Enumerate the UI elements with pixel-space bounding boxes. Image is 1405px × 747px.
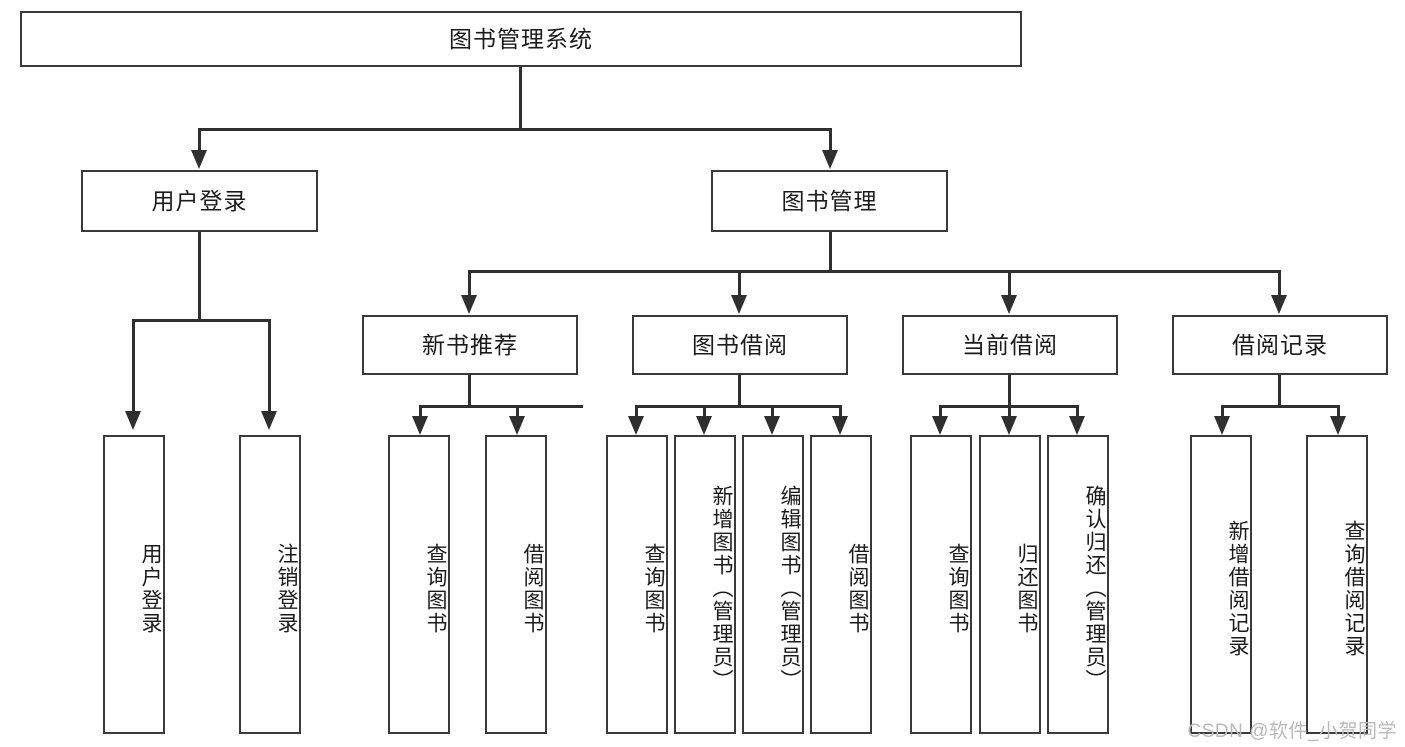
connector-bb-leaf3	[771, 405, 774, 419]
connector-to-user-login	[198, 128, 201, 154]
node-new-book-recommend[interactable]: 新书推荐	[362, 315, 578, 375]
connector-level2-bar	[198, 128, 832, 131]
connector-br-leaf1	[1221, 405, 1224, 419]
leaf-label: 新增图书（管理员）	[710, 485, 733, 692]
leaf-label: 确认归还（管理员）	[1083, 485, 1106, 692]
arrowhead-cb-leaf3	[1069, 416, 1085, 435]
arrowhead-cb-leaf1	[932, 416, 948, 435]
connector-bb-leaf2	[703, 405, 706, 419]
leaf-borrow-record-add-record[interactable]: 新增借阅记录	[1190, 435, 1252, 734]
node-label: 借阅记录	[1232, 331, 1328, 358]
leaf-label: 注销登录	[275, 542, 298, 635]
arrowhead-to-borrow-record	[1271, 295, 1287, 314]
connector-user-login-leaf1	[132, 319, 135, 414]
connector-bb-leaf4	[839, 405, 842, 419]
connector-to-current-borrow	[1008, 270, 1011, 298]
connector-root-stem	[519, 67, 522, 130]
arrowhead-br-leaf1	[1214, 416, 1230, 435]
leaf-book-borrow-edit-book-admin[interactable]: 编辑图书（管理员）	[742, 435, 804, 734]
leaf-label: 查询借阅记录	[1342, 519, 1365, 658]
node-label: 新书推荐	[422, 331, 518, 358]
arrowhead-bb-leaf3	[764, 416, 780, 435]
leaf-label: 查询图书	[946, 542, 969, 635]
connector-level3-bar	[468, 270, 1280, 273]
connector-cb-leaf2	[1008, 405, 1011, 419]
connector-nbr-leaf2	[516, 405, 519, 419]
leaf-user-login-logout[interactable]: 注销登录	[239, 435, 301, 734]
leaf-current-borrow-return-book[interactable]: 归还图书	[979, 435, 1041, 734]
connector-new-book-recommend-bar	[419, 405, 583, 408]
leaf-user-login-login[interactable]: 用户登录	[103, 435, 165, 734]
node-label: 图书借阅	[692, 331, 788, 358]
leaf-book-borrow-borrow-book[interactable]: 借阅图书	[810, 435, 872, 734]
arrowhead-nbr-leaf1	[412, 416, 428, 435]
connector-to-new-book-recommend	[468, 270, 471, 298]
connector-current-borrow-stem	[1008, 375, 1011, 408]
connector-user-login-leaf2	[268, 319, 271, 414]
node-book-borrow[interactable]: 图书借阅	[632, 315, 848, 375]
arrowhead-to-book-borrow	[731, 295, 747, 314]
connector-nbr-leaf1	[419, 405, 422, 419]
connector-user-login-stem	[198, 232, 201, 321]
leaf-label: 新增借阅记录	[1226, 519, 1249, 658]
connector-borrow-record-stem	[1278, 375, 1281, 408]
leaf-label: 借阅图书	[846, 542, 869, 635]
arrowhead-user-login-leaf2	[261, 411, 277, 430]
connector-br-leaf2	[1337, 405, 1340, 419]
arrowhead-to-user-login	[191, 150, 207, 169]
leaf-current-borrow-confirm-return-admin[interactable]: 确认归还（管理员）	[1047, 435, 1109, 734]
arrowhead-br-leaf2	[1330, 416, 1346, 435]
node-label: 图书管理系统	[449, 25, 593, 52]
csdn-watermark: CSDN @软件_小贺同学	[1187, 721, 1397, 742]
leaf-label: 查询图书	[642, 542, 665, 635]
connector-to-book-borrow	[738, 270, 741, 298]
arrowhead-nbr-leaf2	[509, 416, 525, 435]
leaf-label: 用户登录	[139, 542, 162, 635]
connector-book-borrow-stem	[738, 375, 741, 408]
node-borrow-record[interactable]: 借阅记录	[1172, 315, 1388, 375]
connector-book-management-stem	[829, 232, 832, 272]
node-label: 图书管理	[781, 187, 878, 214]
connector-to-book-management	[829, 128, 832, 154]
connector-cb-leaf3	[1076, 405, 1079, 419]
arrowhead-to-current-borrow	[1001, 295, 1017, 314]
leaf-new-book-query-book[interactable]: 查询图书	[388, 435, 450, 734]
connector-user-login-bar	[132, 319, 269, 322]
leaf-current-borrow-query-book[interactable]: 查询图书	[910, 435, 972, 734]
node-user-login[interactable]: 用户登录	[81, 170, 318, 232]
node-current-borrow[interactable]: 当前借阅	[902, 315, 1118, 375]
leaf-label: 归还图书	[1015, 542, 1038, 635]
arrowhead-to-new-book-recommend	[461, 295, 477, 314]
arrowhead-bb-leaf1	[628, 416, 644, 435]
arrowhead-bb-leaf4	[832, 416, 848, 435]
node-label: 当前借阅	[962, 331, 1058, 358]
connector-new-book-recommend-stem	[468, 375, 471, 408]
leaf-borrow-record-query-record[interactable]: 查询借阅记录	[1306, 435, 1368, 734]
leaf-label: 借阅图书	[521, 542, 544, 635]
arrowhead-cb-leaf2	[1001, 416, 1017, 435]
connector-book-borrow-bar	[635, 405, 842, 408]
leaf-new-book-borrow-book[interactable]: 借阅图书	[485, 435, 547, 734]
node-root-book-management-system[interactable]: 图书管理系统	[20, 11, 1022, 67]
connector-borrow-record-bar	[1221, 405, 1340, 408]
node-book-management[interactable]: 图书管理	[711, 170, 948, 232]
leaf-label: 编辑图书（管理员）	[778, 485, 801, 692]
leaf-book-borrow-query-book[interactable]: 查询图书	[606, 435, 668, 734]
connector-cb-leaf1	[939, 405, 942, 419]
arrowhead-bb-leaf2	[696, 416, 712, 435]
leaf-label: 查询图书	[424, 542, 447, 635]
arrowhead-user-login-leaf1	[125, 411, 141, 430]
connector-bb-leaf1	[635, 405, 638, 419]
arrowhead-to-book-management	[822, 150, 838, 169]
connector-to-borrow-record	[1278, 270, 1281, 298]
node-label: 用户登录	[151, 187, 248, 214]
leaf-book-borrow-add-book-admin[interactable]: 新增图书（管理员）	[674, 435, 736, 734]
